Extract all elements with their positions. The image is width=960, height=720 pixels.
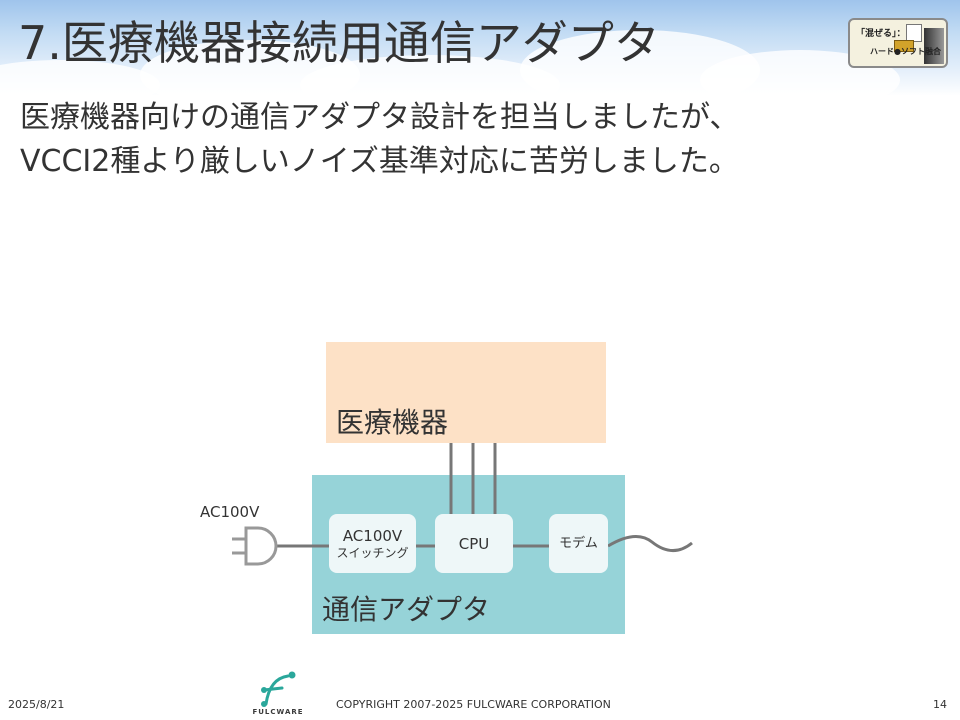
footer-date: 2025/8/21 [8, 698, 65, 711]
badge-stripe [924, 28, 944, 64]
fulcware-logo: FULCWARE [252, 668, 304, 718]
chip-icon [894, 40, 914, 52]
cloud-decoration [300, 55, 560, 96]
medical-device-label: 医療機器 [336, 406, 449, 439]
ac-input-label: AC100V [200, 503, 260, 521]
footer-copyright: COPYRIGHT 2007-2025 FULCWARE CORPORATION [336, 698, 611, 711]
logo-wordmark: FULCWARE [252, 708, 304, 716]
psu-label: AC100V [342, 527, 403, 545]
phone-line [607, 535, 693, 553]
modem-block: モデム [549, 514, 608, 573]
header-banner [0, 0, 960, 96]
hard-soft-fusion-badge: 「混ぜる」： ハード●ソフト融合 [848, 18, 948, 68]
medical-device-block [326, 342, 606, 443]
intro-line: 医療機器向けの通信アダプタ設計を担当しましたが、 [20, 100, 740, 135]
intro-line: VCCI2種より厳しいノイズ基準対応に苦労しました。 [20, 144, 739, 179]
modem-label: モデム [559, 536, 598, 551]
intro-text: 医療機器向けの通信アダプタ設計を担当しましたが、 VCCI2種より厳しいノイズ基… [20, 96, 739, 184]
fulcware-logo-icon [261, 671, 296, 707]
page-number: 14 [933, 698, 947, 711]
adapter-label: 通信アダプタ [322, 593, 491, 626]
slide-title: 7.医療機器接続用通信アダプタ [18, 16, 660, 70]
cpu-block: CPU [435, 514, 513, 573]
psu-sublabel: スイッチング [336, 546, 409, 560]
badge-caption: 「混ぜる」： [856, 29, 906, 39]
cpu-label: CPU [458, 535, 490, 553]
ac-plug-icon [232, 526, 278, 566]
document-icon [906, 24, 922, 42]
badge-subcaption: ハード●ソフト融合 [870, 47, 941, 56]
switching-power-supply-block: AC100V スイッチング [329, 514, 416, 573]
